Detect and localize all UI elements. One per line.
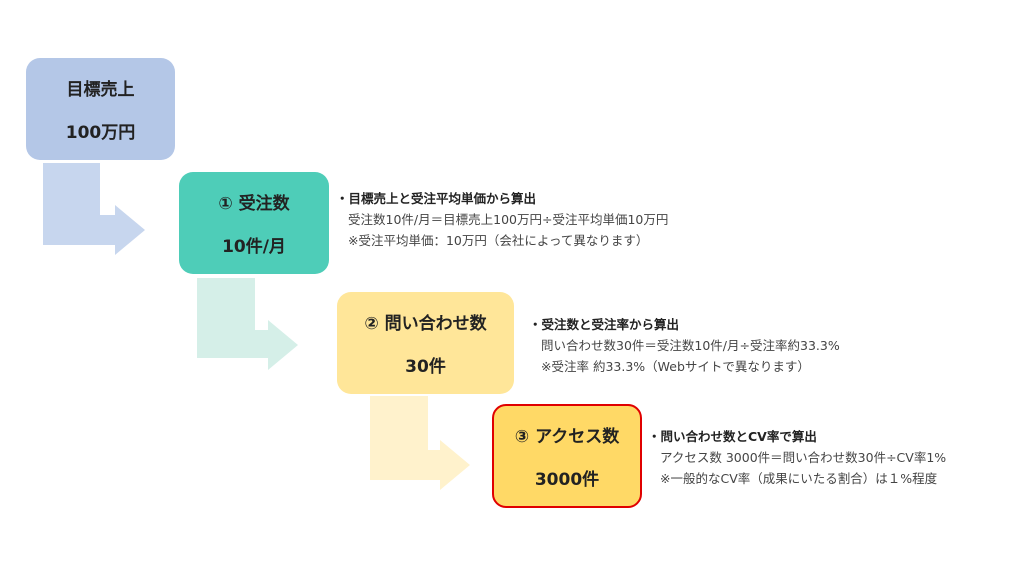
note-formula: 問い合わせ数30件＝受注数10件/月÷受注率約33.3%: [541, 338, 840, 353]
note-remark: ※受注率 約33.3%（Webサイトで異なります）: [541, 359, 810, 374]
inquiries-note: ・受注数と受注率から算出 問い合わせ数30件＝受注数10件/月÷受注率約33.3…: [529, 314, 840, 377]
bent-arrow-2: [197, 278, 298, 370]
note-remark: ※一般的なCV率（成果にいたる割合）は１%程度: [660, 471, 938, 486]
access-box: ③ アクセス数 3000件: [492, 404, 642, 508]
box-value: 10件/月: [222, 237, 286, 257]
box-title: ① 受注数: [218, 194, 290, 214]
access-note: ・問い合わせ数とCV率で算出 アクセス数 3000件＝問い合わせ数30件÷CV率…: [648, 426, 946, 489]
box-title: ② 問い合わせ数: [364, 314, 487, 334]
box-value: 100万円: [65, 123, 136, 143]
note-formula: 受注数10件/月＝目標売上100万円÷受注平均単価10万円: [348, 212, 669, 227]
note-remark: ※受注平均単価：10万円（会社によって異なります）: [348, 233, 649, 248]
box-value: 30件: [405, 357, 446, 377]
box-title: 目標売上: [66, 80, 135, 100]
orders-note: ・目標売上と受注平均単価から算出 受注数10件/月＝目標売上100万円÷受注平均…: [336, 188, 668, 251]
note-formula: アクセス数 3000件＝問い合わせ数30件÷CV率1%: [660, 450, 947, 465]
box-title: ③ アクセス数: [514, 427, 620, 447]
target-sales-box: 目標売上 100万円: [26, 58, 175, 160]
note-heading: ・受注数と受注率から算出: [529, 317, 680, 332]
note-heading: ・問い合わせ数とCV率で算出: [648, 429, 817, 444]
inquiries-box: ② 問い合わせ数 30件: [337, 292, 514, 394]
bent-arrow-3: [370, 396, 470, 490]
note-heading: ・目標売上と受注平均単価から算出: [336, 191, 537, 206]
box-value: 3000件: [534, 470, 600, 490]
bent-arrow-1: [43, 163, 145, 255]
orders-box: ① 受注数 10件/月: [179, 172, 329, 274]
